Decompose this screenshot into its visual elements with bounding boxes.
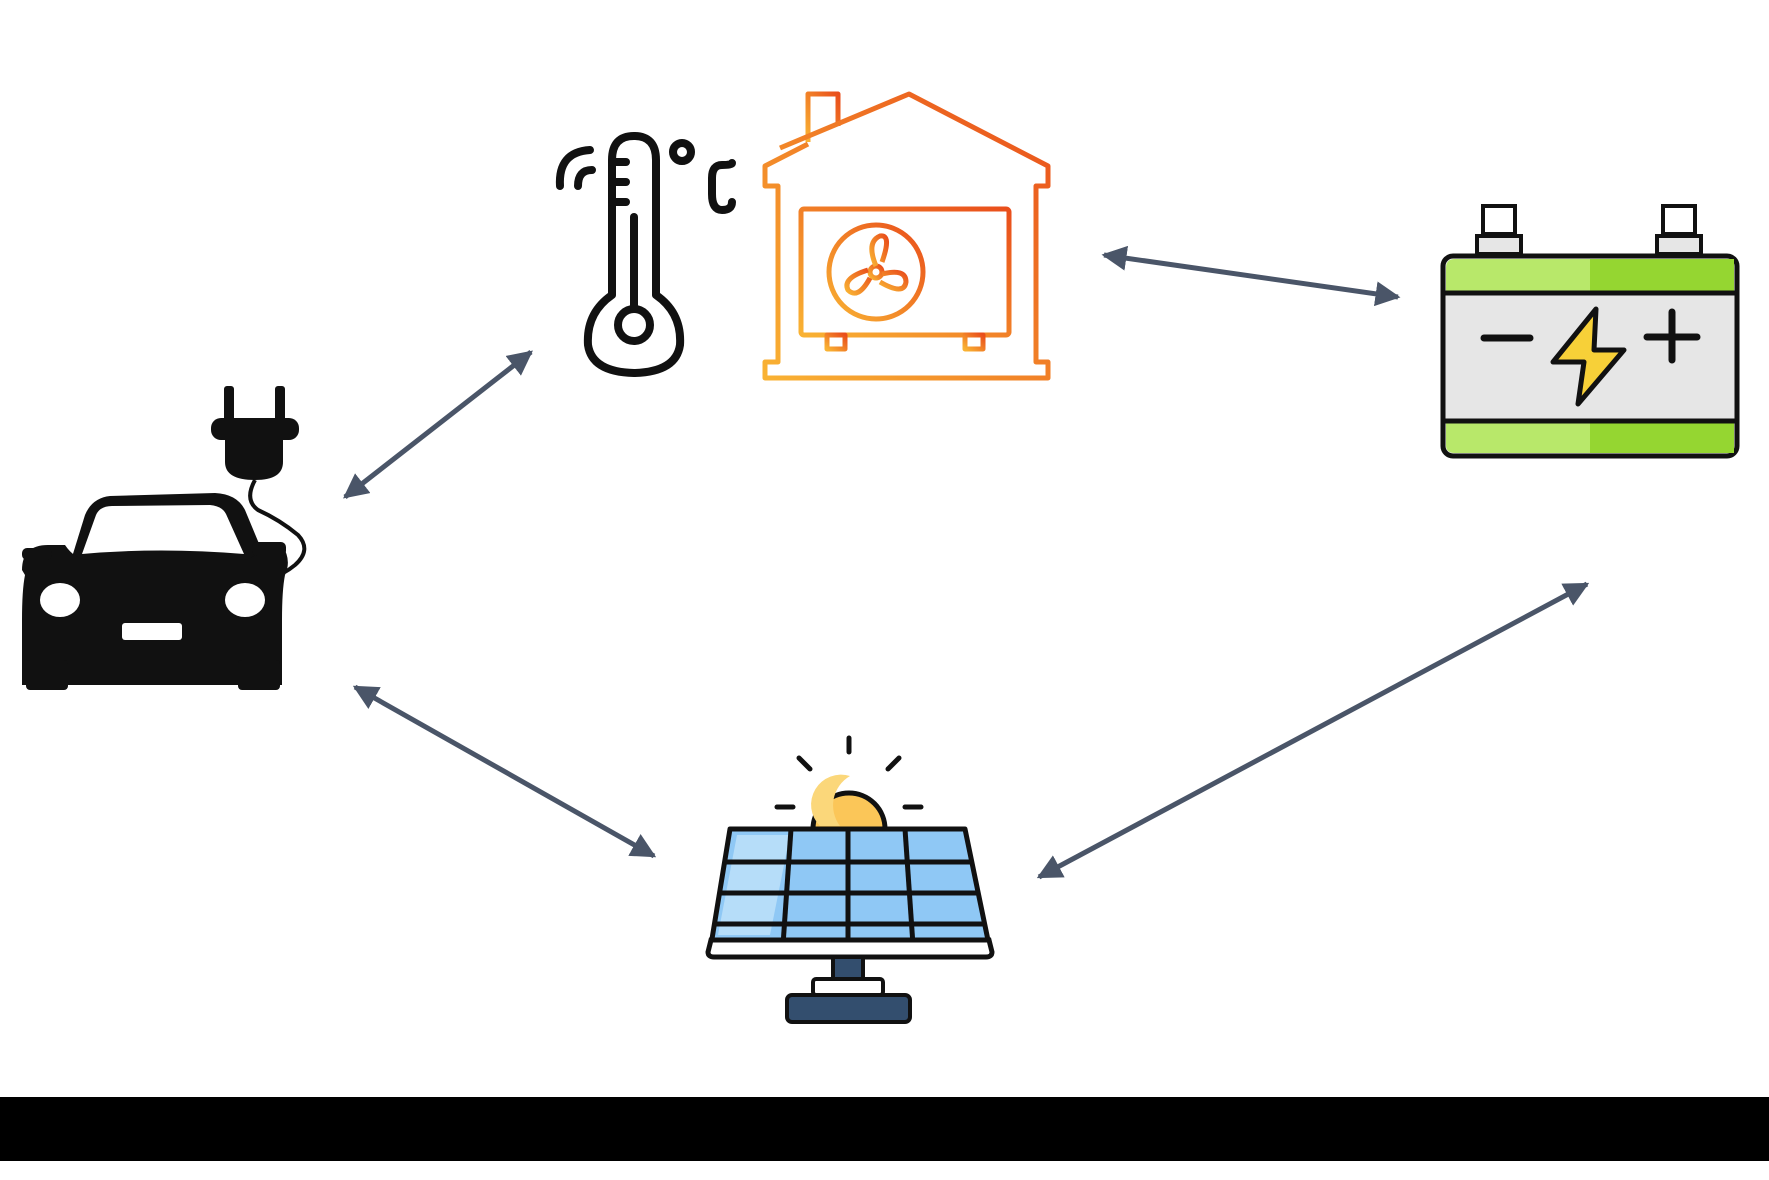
electric-car-charging-icon bbox=[22, 386, 307, 690]
arrow-ev-solar bbox=[352, 684, 657, 859]
house-heat-pump-icon bbox=[762, 91, 1051, 381]
arrow-heatpump-battery bbox=[1101, 245, 1401, 307]
battery-icon bbox=[1440, 204, 1740, 459]
bottom-black-bar bbox=[0, 1097, 1769, 1161]
arrow-ev-thermostat bbox=[343, 350, 533, 499]
solar-panel-icon bbox=[705, 735, 995, 1024]
arrow-solar-battery bbox=[1036, 581, 1590, 880]
connection-arrows bbox=[343, 245, 1590, 880]
thermometer-celsius-icon: °C bbox=[555, 132, 736, 377]
